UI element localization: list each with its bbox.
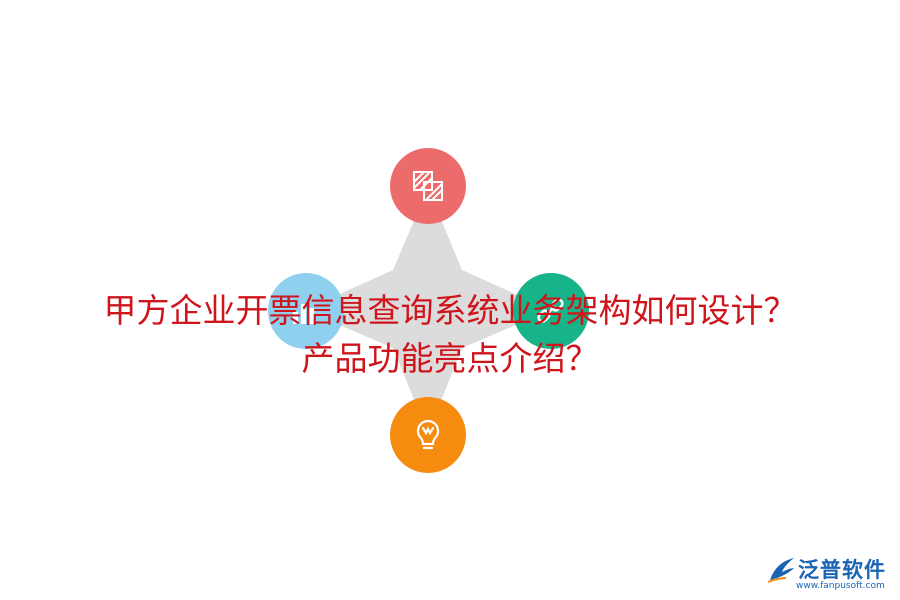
lightbulb-icon — [416, 419, 440, 450]
page-title-line-1: 甲方企业开票信息查询系统业务架构如何设计？ — [103, 291, 797, 330]
bar-chart-icon — [293, 304, 314, 324]
brand-name: 泛普软件 — [798, 558, 886, 582]
star-connector-shape — [304, 188, 551, 434]
link-icon — [537, 298, 564, 323]
top-node — [390, 148, 466, 224]
left-node — [268, 273, 344, 349]
right-node — [513, 273, 589, 349]
brand-url: www.fanpusoft.com — [796, 581, 885, 591]
brand-logo-icon — [767, 558, 794, 583]
page-title-line-2: 产品功能亮点介绍？ — [301, 339, 599, 378]
brand-logo: 泛普软件 www.fanpusoft.com — [766, 552, 894, 596]
striped-squares-icon — [413, 171, 443, 201]
bottom-node — [390, 397, 466, 473]
